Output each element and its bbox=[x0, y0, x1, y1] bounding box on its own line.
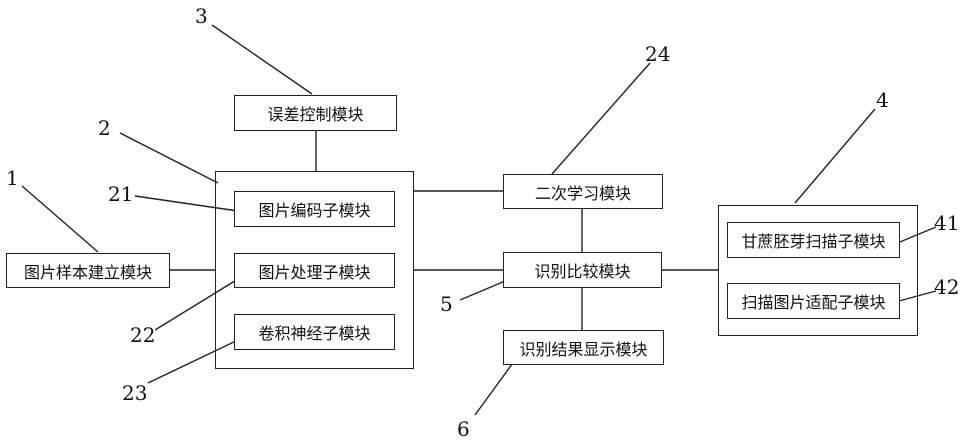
ref-label-5: 5 bbox=[440, 294, 453, 314]
ref-label-42: 42 bbox=[934, 277, 959, 297]
sugarcane-embryo-scan-submodule: 甘蔗胚芽扫描子模块 bbox=[727, 222, 900, 258]
secondary-learning-module: 二次学习模块 bbox=[503, 174, 663, 209]
error-control-module: 误差控制模块 bbox=[234, 95, 397, 131]
ref-label-21: 21 bbox=[108, 184, 133, 204]
ref-label-23: 23 bbox=[122, 383, 147, 403]
image-encoding-submodule: 图片编码子模块 bbox=[234, 191, 395, 227]
leader-24 bbox=[552, 63, 650, 174]
ref-label-6: 6 bbox=[457, 419, 470, 439]
image-processing-submodule: 图片处理子模块 bbox=[234, 253, 395, 288]
ref-label-22: 22 bbox=[130, 325, 155, 345]
ref-label-24: 24 bbox=[645, 44, 670, 64]
recognition-result-display-module: 识别结果显示模块 bbox=[503, 330, 664, 365]
ref-label-3: 3 bbox=[195, 6, 208, 26]
ref-label-1: 1 bbox=[6, 168, 19, 188]
recognition-comparison-module: 识别比较模块 bbox=[503, 252, 662, 288]
ref-label-41: 41 bbox=[934, 213, 959, 233]
leader-1 bbox=[22, 186, 98, 252]
leader-2 bbox=[120, 133, 218, 183]
image-sample-build-module: 图片样本建立模块 bbox=[6, 253, 170, 288]
ref-label-4: 4 bbox=[876, 90, 889, 110]
leader-4 bbox=[795, 109, 875, 203]
ref-label-2: 2 bbox=[98, 118, 111, 138]
convolutional-neural-submodule: 卷积神经子模块 bbox=[234, 314, 395, 350]
leader-3 bbox=[212, 25, 312, 94]
scan-image-adapt-submodule: 扫描图片适配子模块 bbox=[727, 283, 900, 319]
